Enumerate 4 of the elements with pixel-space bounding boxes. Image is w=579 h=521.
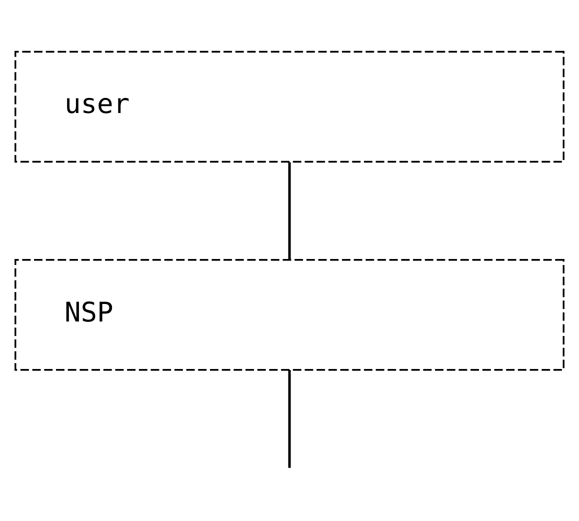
connector bbox=[288, 370, 291, 468]
node-box: NSP bbox=[14, 259, 564, 371]
connector bbox=[288, 162, 291, 260]
node-box: user bbox=[14, 50, 564, 163]
